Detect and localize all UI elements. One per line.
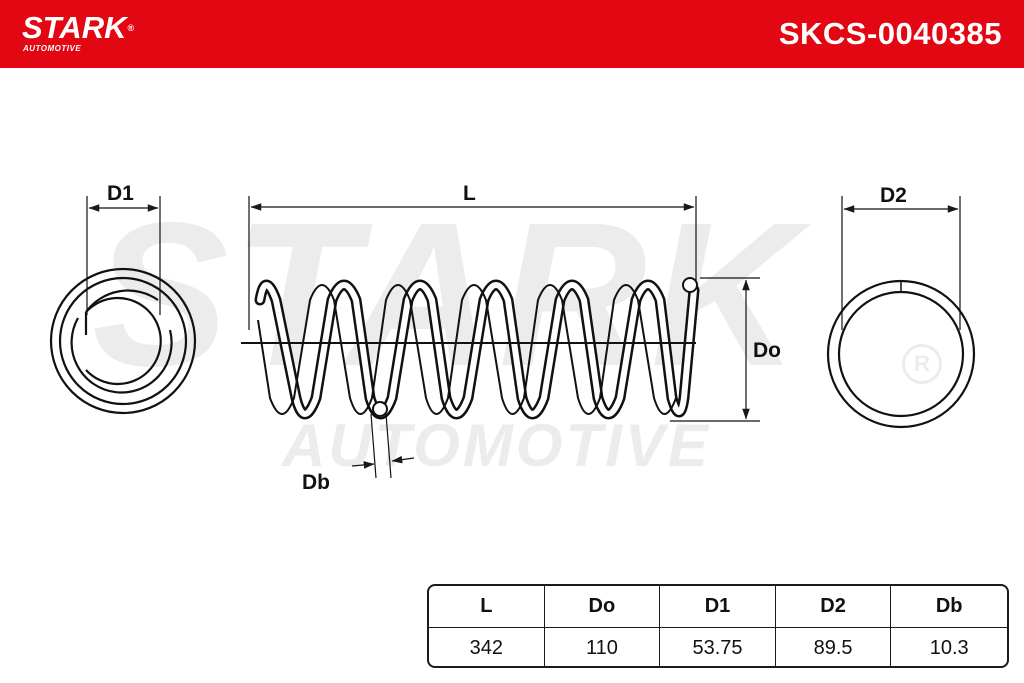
label-l: L [463,182,476,205]
spec-header-l: L [429,586,545,628]
spec-value-d2: 89.5 [776,628,892,666]
spec-header-do: Do [544,586,661,628]
spec-value-l: 342 [429,628,545,666]
part-number: SKCS-0040385 [778,16,1002,51]
end-view-d1 [49,196,197,415]
logo-wordmark: STARK® [22,10,135,45]
watermark-subtitle: AUTOMOTIVE [282,412,711,479]
spec-header-db: Db [891,586,1007,628]
stark-logo: STARK® AUTOMOTIVE [22,12,134,54]
label-d2: D2 [880,184,907,207]
spec-header-d1: D1 [660,586,776,628]
side-view-coil [241,196,760,479]
spec-value-db: 10.3 [929,636,969,659]
spec-value-d1: 53.75 [660,628,776,666]
spec-value-do: 110 [545,628,661,666]
label-d1: D1 [107,182,134,205]
spec-header-d2: D2 [775,586,892,628]
end-view-d2 [826,196,976,429]
label-db: Db [302,471,330,494]
watermark-registered-mark: R [902,344,942,384]
header-bar: STARK® AUTOMOTIVE SKCS-0040385 [0,0,1024,68]
label-do: Do [753,339,781,362]
logo-subtitle: AUTOMOTIVE [23,44,82,53]
spec-table: L Do D1 D2 Db 342 110 53.75 89.5 10.3 [427,584,1009,668]
